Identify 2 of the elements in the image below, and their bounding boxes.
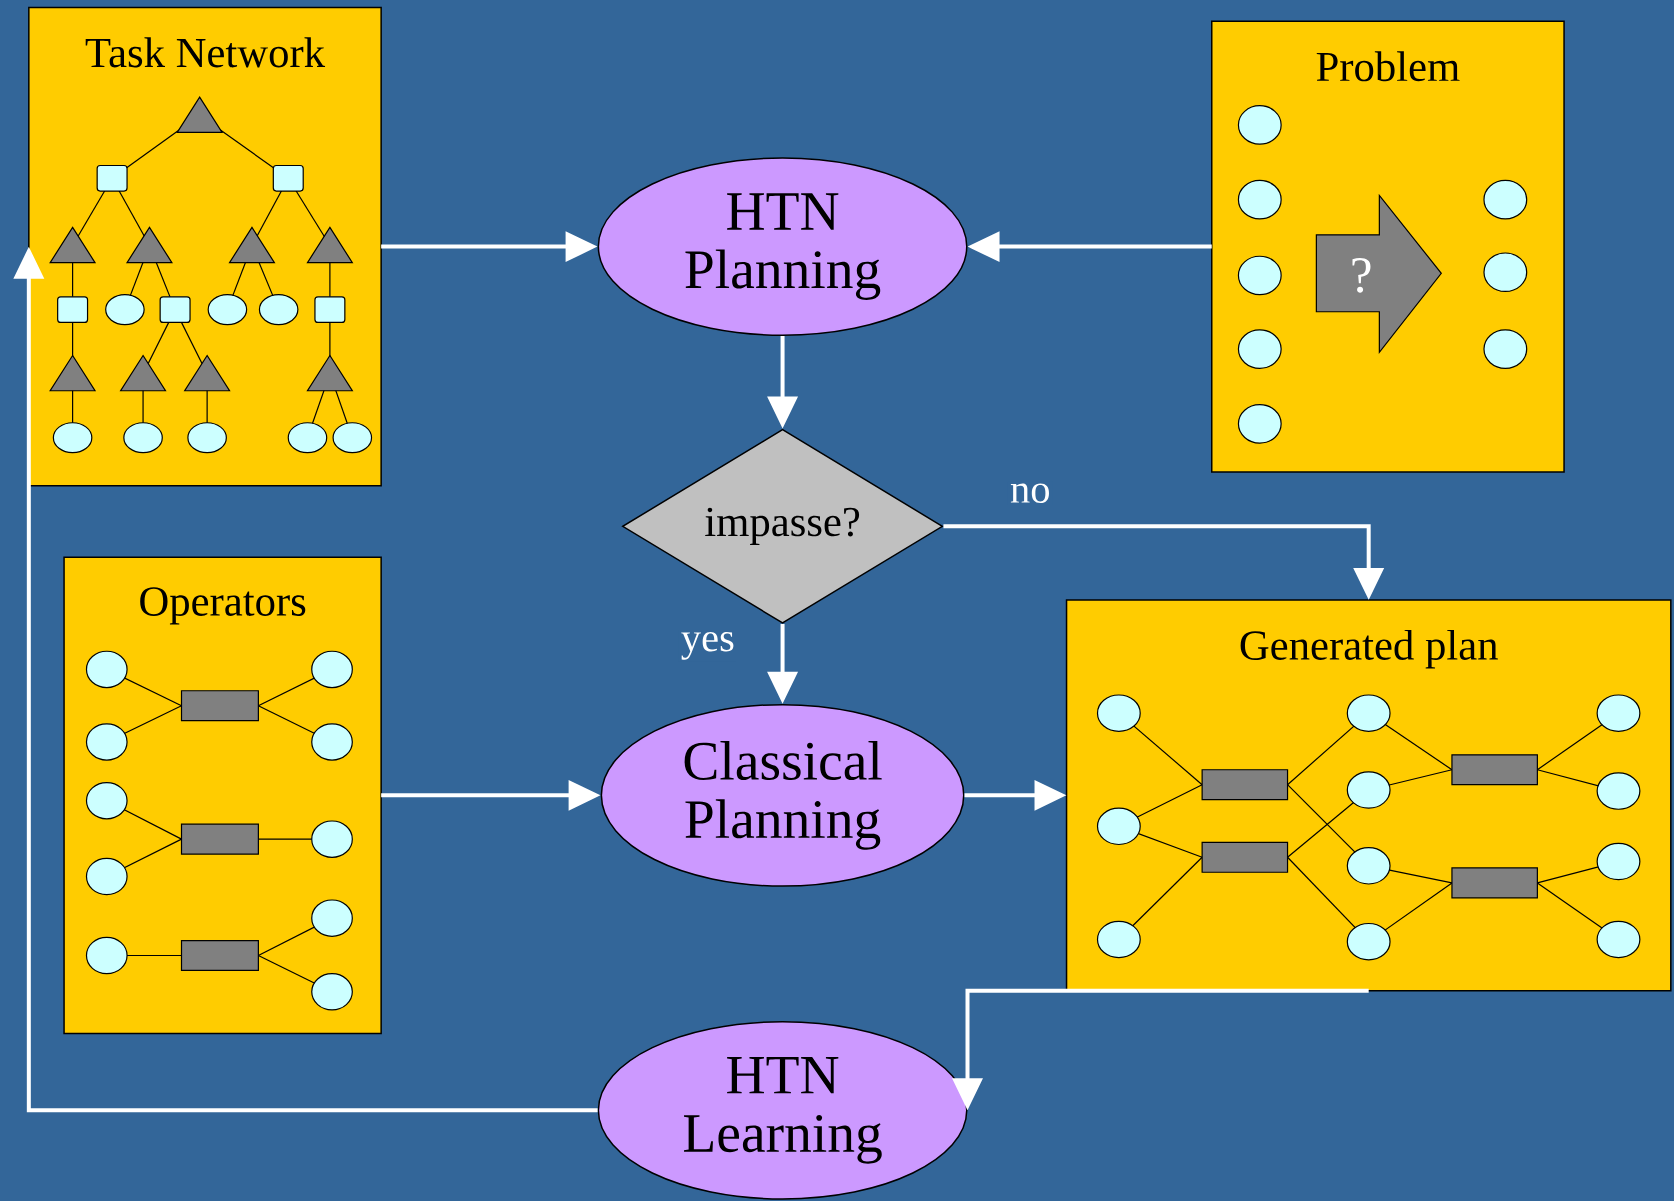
edge-label: no <box>1007 481 1053 505</box>
edge-label: yes <box>678 629 737 662</box>
